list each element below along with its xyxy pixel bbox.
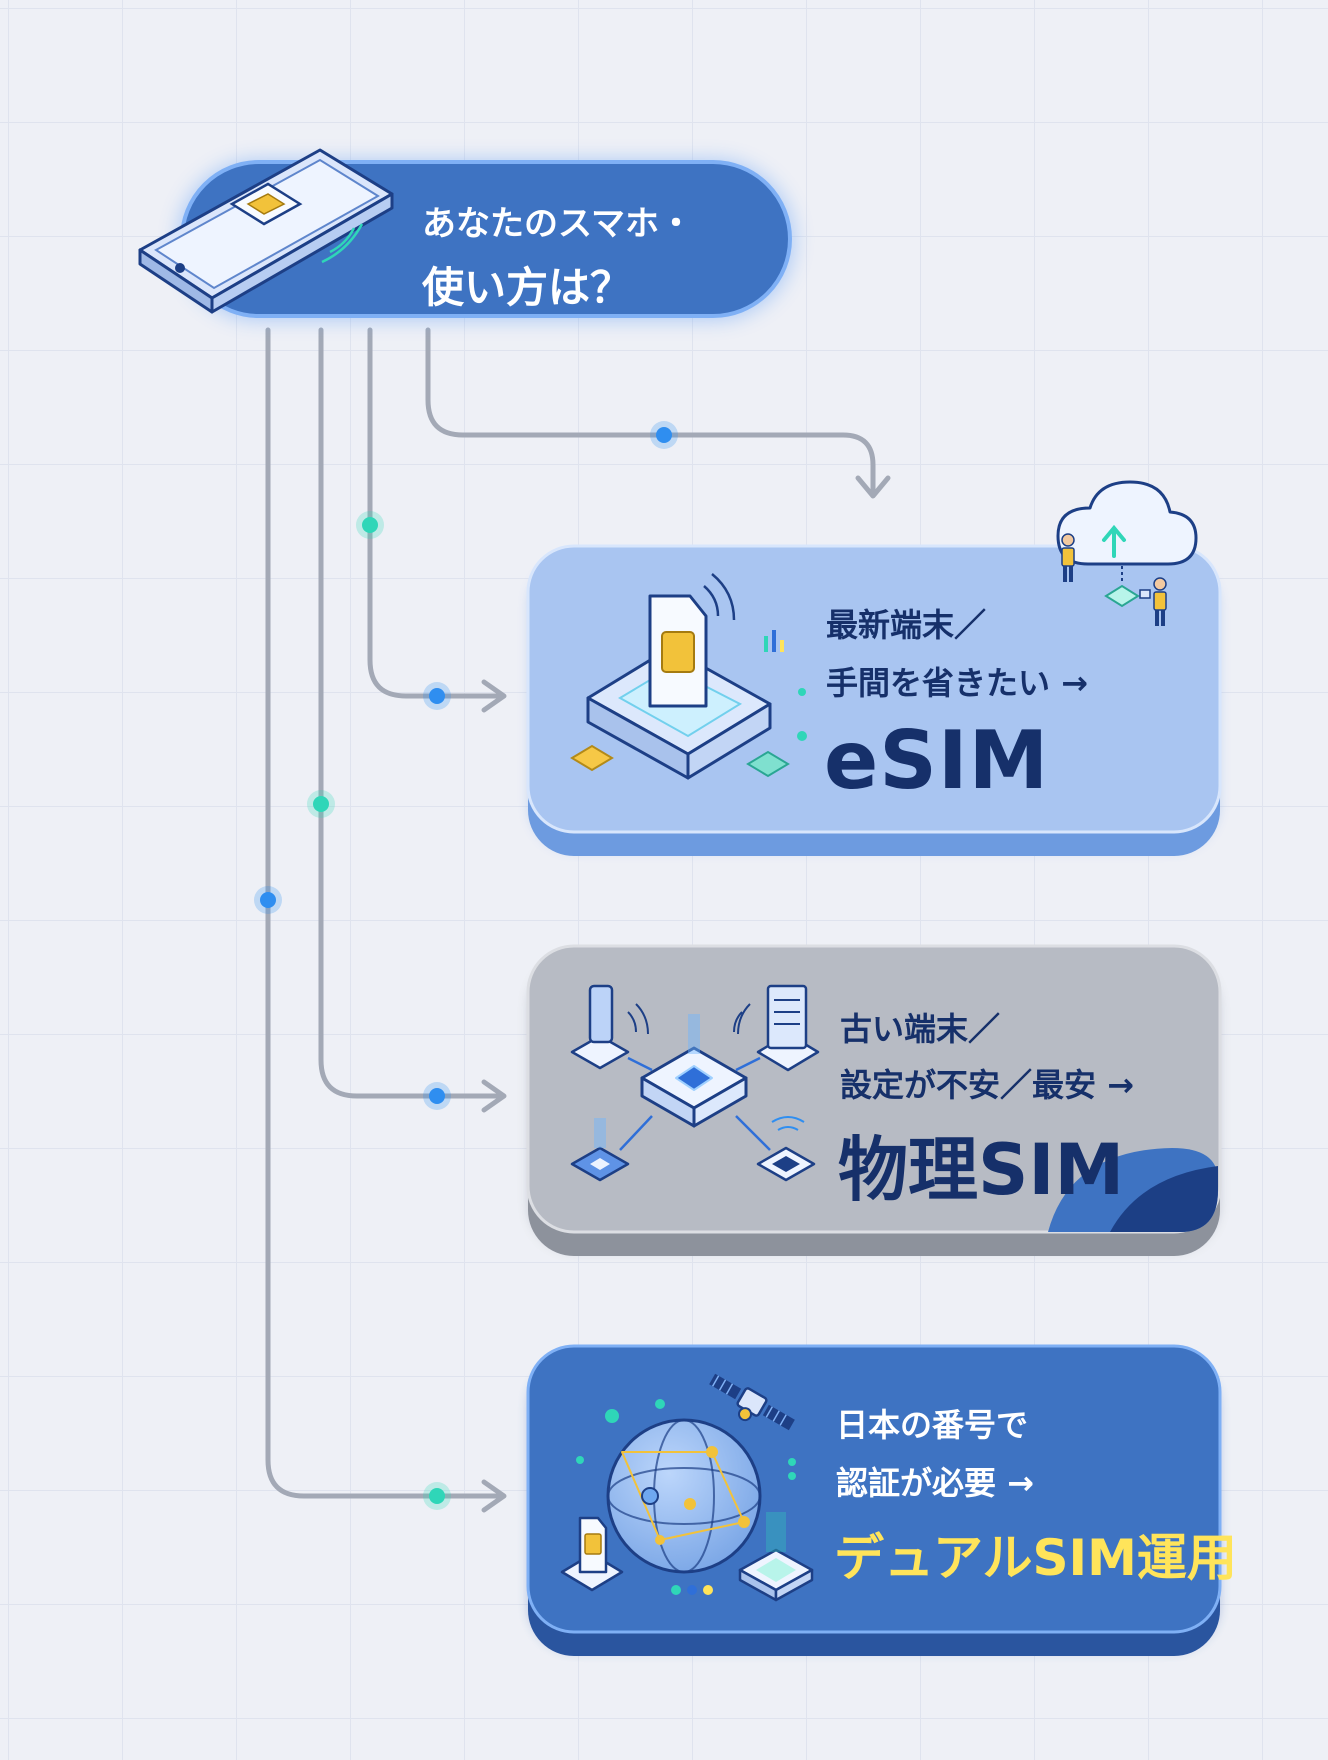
esim-result-label: eSIM — [824, 714, 1050, 807]
physical-sim-result-label: 物理SIM — [838, 1129, 1125, 1211]
cloud-upload-icon — [1056, 480, 1198, 626]
connector-esim-top — [425, 327, 876, 495]
connector-dots — [254, 421, 678, 1510]
connector-dual — [265, 327, 503, 1499]
connector-lines — [265, 327, 876, 1499]
globe-satellite-icon — [560, 1373, 814, 1602]
physical-sim-card — [526, 944, 1222, 1256]
dual-sim-result-label: デュアルSIM運用 — [834, 1529, 1237, 1587]
smartphone-sim-icon — [138, 148, 394, 314]
connector-esim-side — [367, 327, 503, 699]
esim-chip-icon — [570, 573, 807, 780]
question-line-1: あなたのスマホ・ — [422, 204, 693, 244]
dual-condition-line-2: 認証が必要 → — [836, 1464, 1034, 1502]
dual-condition-line-1: 日本の番号で — [836, 1406, 1029, 1444]
question-line-2: 使い方は？ — [422, 263, 633, 312]
esim-condition-line-1: 最新端末／ — [826, 606, 987, 644]
connector-physical — [318, 327, 503, 1099]
connector-arrowheads — [481, 475, 891, 1513]
network-hub-icon — [570, 984, 820, 1182]
physical-condition-line-1: 古い端末／ — [840, 1010, 1001, 1048]
esim-condition-line-2: 手間を省きたい → — [826, 664, 1088, 702]
physical-condition-line-2: 設定が不安／最安 → — [840, 1066, 1134, 1104]
